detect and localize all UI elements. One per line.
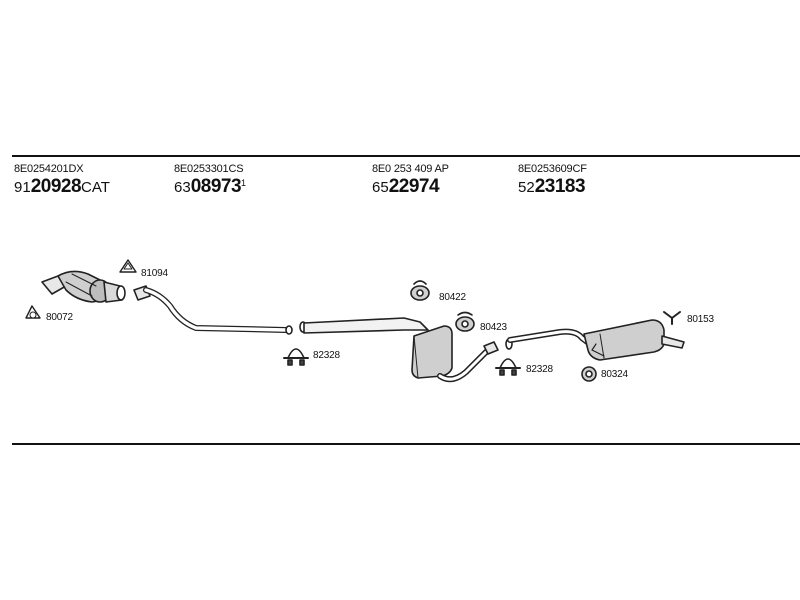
part-main-number: 20928 [30, 176, 82, 197]
label-80422: 80422 [439, 292, 466, 303]
oem-number-middle-silencer: 8E0 253 409 AP [372, 163, 449, 175]
catalytic-converter [41, 270, 126, 303]
rubber-mount-80324 [581, 366, 597, 382]
part-main-number: 23183 [534, 176, 586, 197]
label-81094: 81094 [141, 268, 168, 279]
rear-silencer [505, 319, 685, 361]
label-80153: 80153 [687, 314, 714, 325]
hanger-80422 [410, 280, 430, 301]
oem-number-catalyst: 8E0254201DX [14, 163, 84, 175]
part-number-middle-silencer: 6522974 [372, 176, 440, 198]
part-prefix: 91 [14, 179, 31, 196]
hanger-80423 [455, 311, 475, 332]
label-80324: 80324 [601, 369, 628, 380]
label-80423: 80423 [480, 322, 507, 333]
front-pipe [133, 285, 293, 335]
oem-number-rear-silencer: 8E0253609CF [518, 163, 587, 175]
middle-silencer [299, 317, 499, 383]
hanger-bracket-80153 [663, 311, 681, 325]
clamp-82328-second [495, 358, 521, 376]
part-suffix: 1 [241, 178, 247, 188]
part-suffix: CAT [81, 179, 110, 196]
oem-number-front-pipe: 8E0253301CS [174, 163, 244, 175]
label-80072: 80072 [46, 312, 73, 323]
part-prefix: 52 [518, 179, 535, 196]
part-prefix: 63 [174, 179, 191, 196]
part-number-catalyst: 9120928CAT [14, 176, 110, 198]
part-prefix: 65 [372, 179, 389, 196]
label-82328-first: 82328 [313, 350, 340, 361]
part-main-number: 22974 [388, 176, 440, 197]
bottom-divider [12, 443, 800, 445]
part-number-rear-silencer: 5223183 [518, 176, 586, 198]
part-number-front-pipe: 63089731 [174, 176, 246, 198]
label-82328-second: 82328 [526, 364, 553, 375]
part-main-number: 08973 [190, 176, 242, 197]
top-divider [12, 155, 800, 157]
clamp-82328-first [283, 348, 309, 366]
